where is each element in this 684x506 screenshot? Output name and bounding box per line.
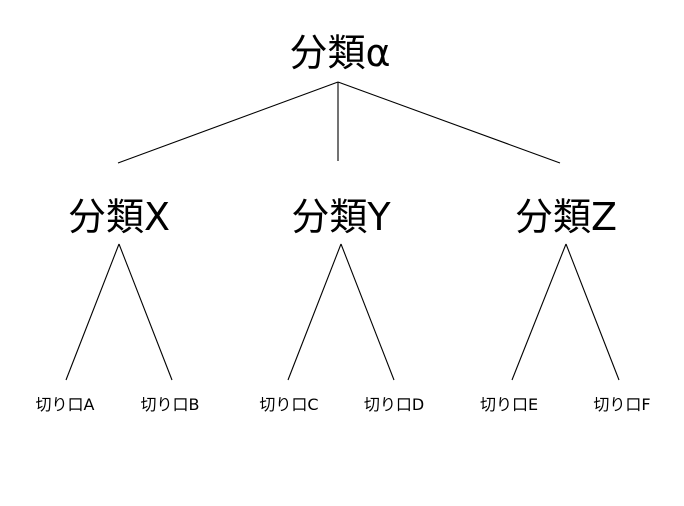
leaf-f-label: 切り口F (593, 395, 651, 414)
leaf-d-label: 切り口D (363, 395, 425, 414)
edge-root-z (337, 81, 561, 164)
category-y-label: 分類Y (291, 195, 391, 239)
leaf-c-label: 切り口C (259, 395, 319, 414)
edge-z-e (511, 243, 567, 381)
edge-root-x (117, 81, 339, 164)
leaf-e-label: 切り口E (479, 395, 539, 414)
leaf-a-label: 切り口A (35, 395, 95, 414)
edge-y-c (287, 243, 342, 381)
edge-z-f (565, 243, 620, 381)
root-node-label: 分類α (289, 31, 391, 75)
edge-x-b (118, 243, 173, 381)
edge-y-d (340, 243, 395, 381)
leaf-b-label: 切り口B (140, 395, 200, 414)
category-z-label: 分類Z (514, 195, 618, 239)
edge-x-a (65, 243, 120, 381)
category-x-label: 分類X (67, 195, 171, 239)
